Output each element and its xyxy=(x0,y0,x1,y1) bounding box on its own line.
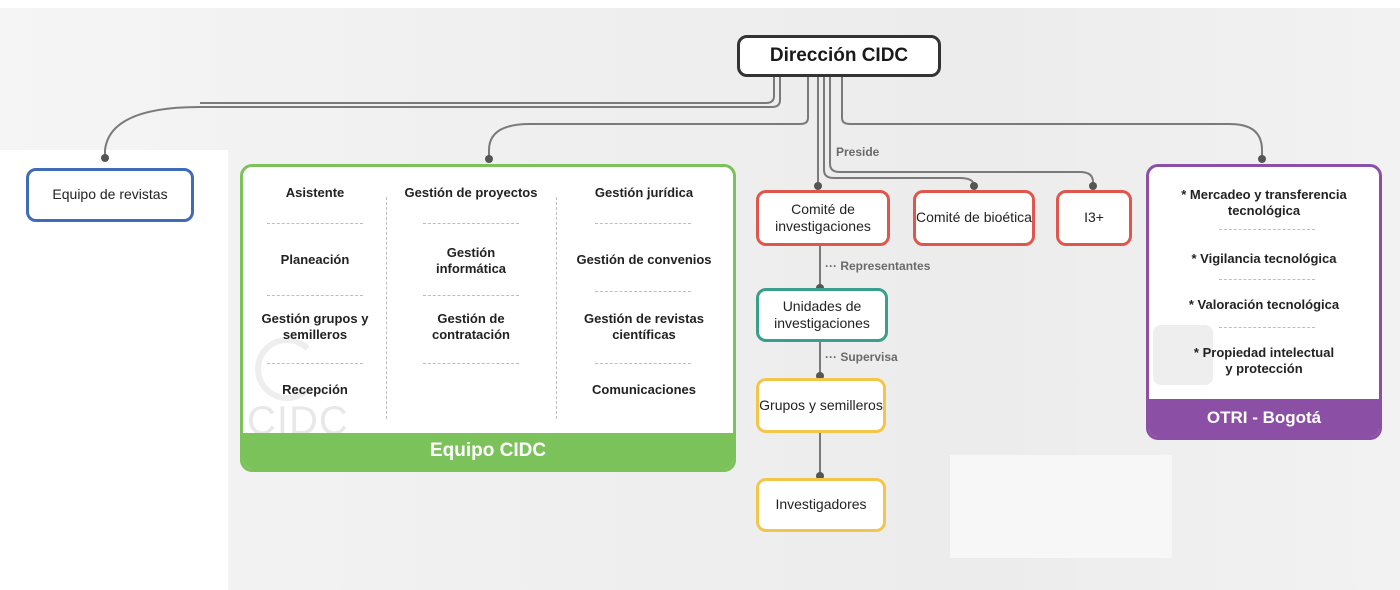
node-dot-revistas xyxy=(101,154,109,162)
team-item-gestion-proyectos: Gestión de proyectos xyxy=(404,184,538,200)
node-dot-team xyxy=(485,155,493,163)
team-item-gestion-revistas: Gestión de revistas científicas xyxy=(584,310,704,342)
direccion-cidc-node: Dirección CIDC xyxy=(737,35,941,77)
background-patch xyxy=(950,455,1172,558)
connector-otri xyxy=(841,77,1263,158)
team-item-planeacion: Planeación xyxy=(280,251,350,267)
connector-revistas xyxy=(104,77,781,157)
column-divider xyxy=(386,197,387,419)
otri-item-mercadeo: * Mercadeo y transferencia tecnológica xyxy=(1181,187,1347,219)
row-divider xyxy=(1219,229,1315,230)
row-divider xyxy=(595,363,691,364)
node-dot-i3 xyxy=(1089,182,1097,190)
row-divider xyxy=(423,223,519,224)
node-dot-bioetica xyxy=(970,182,978,190)
team-item-comunicaciones: Comunicaciones xyxy=(591,381,697,397)
connector-revistas-2 xyxy=(200,77,775,104)
row-divider xyxy=(267,223,363,224)
edge-label-representantes-text: Representantes xyxy=(840,259,931,273)
equipo-cidc-panel: CIDC Asistente Planeación Gestión grupos… xyxy=(240,164,736,472)
row-divider xyxy=(423,295,519,296)
team-item-asistente: Asistente xyxy=(285,184,345,200)
connector-bioetica xyxy=(823,77,975,187)
row-divider xyxy=(595,291,691,292)
grupos-semilleros-node: Grupos y semilleros xyxy=(756,378,886,433)
i3-node: I3+ xyxy=(1056,190,1132,246)
edge-label-supervisa: ··· Supervisa xyxy=(825,350,898,364)
row-divider xyxy=(595,223,691,224)
row-divider xyxy=(423,363,519,364)
otri-item-vigilancia: * Vigilancia tecnológica xyxy=(1191,251,1337,266)
comite-investigaciones-node: Comité de investigaciones xyxy=(756,190,890,246)
team-item-gestion-contratacion: Gestión de contratación xyxy=(431,310,510,342)
row-divider xyxy=(1219,279,1315,280)
connector-team xyxy=(488,77,809,158)
edge-label-supervisa-text: Supervisa xyxy=(840,350,898,364)
otri-item-propiedad: * Propiedad intelectual y protección xyxy=(1193,345,1335,377)
team-item-recepcion: Recepción xyxy=(282,381,348,397)
otri-title: OTRI - Bogotá xyxy=(1149,399,1379,437)
node-dot-comite-inv xyxy=(814,182,822,190)
team-item-gestion-informatica: Gestión informática xyxy=(435,244,507,276)
investigadores-node: Investigadores xyxy=(756,478,886,532)
unidades-investigaciones-node: Unidades de investigaciones xyxy=(756,288,888,342)
row-divider xyxy=(267,295,363,296)
otri-panel: * Mercadeo y transferencia tecnológica *… xyxy=(1146,164,1382,440)
team-item-gestion-juridica: Gestión jurídica xyxy=(594,184,694,200)
node-dot-otri xyxy=(1258,155,1266,163)
equipo-cidc-title: Equipo CIDC xyxy=(243,433,733,469)
edge-label-preside: Preside xyxy=(836,145,880,159)
otri-item-valoracion: * Valoración tecnológica xyxy=(1188,297,1340,312)
otri-logo-watermark xyxy=(1153,325,1213,385)
row-divider xyxy=(1219,327,1315,328)
row-divider xyxy=(267,363,363,364)
team-item-gestion-convenios: Gestión de convenios xyxy=(576,251,712,267)
comite-bioetica-node: Comité de bioética xyxy=(913,190,1035,246)
cidc-logo-ring xyxy=(255,337,319,401)
equipo-revistas-node: Equipo de revistas xyxy=(26,168,194,222)
connector-i3 xyxy=(829,77,1094,186)
team-item-grupos-semilleros: Gestión grupos y semilleros xyxy=(261,310,369,342)
background-left-panel xyxy=(0,150,228,590)
column-divider xyxy=(556,197,557,419)
edge-label-representantes: ··· Representantes xyxy=(825,259,931,273)
